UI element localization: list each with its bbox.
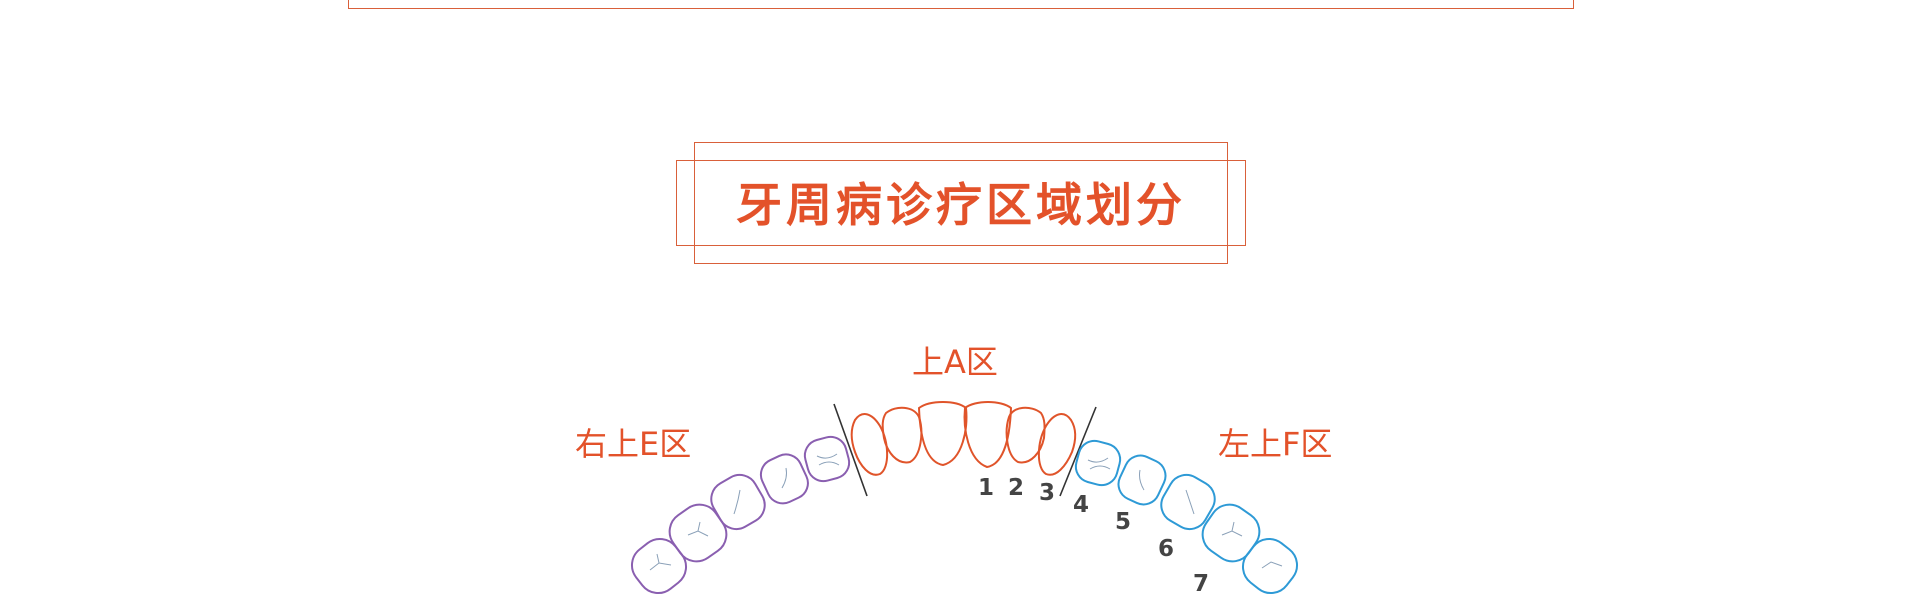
title-frame-outer	[694, 142, 1228, 264]
tooth-number-6: 6	[1158, 536, 1174, 562]
tooth-number-7: 7	[1193, 571, 1209, 597]
tooth-e4	[803, 435, 851, 483]
zone-label-upper-right-e: 右上E区	[575, 425, 692, 463]
divider-right	[1059, 406, 1097, 497]
tooth-e8	[630, 537, 688, 595]
tooth-number-4: 4	[1073, 492, 1089, 518]
tooth-a2	[881, 406, 923, 464]
tooth-number-1: 1	[978, 475, 994, 501]
tooth-fissures	[649, 453, 1283, 571]
tooth-a6	[1037, 413, 1077, 476]
tooth-e5	[759, 453, 809, 505]
tooth-f7	[1201, 503, 1261, 563]
tooth-a3	[917, 401, 968, 467]
tooth-number-2: 2	[1008, 475, 1024, 501]
tooth-f4	[1074, 439, 1122, 487]
zone-label-upper-a: 上A区	[912, 343, 998, 381]
title-frame-inner	[676, 160, 1246, 246]
tooth-number-5: 5	[1115, 509, 1131, 535]
tooth-f6	[1160, 473, 1216, 531]
tooth-a5	[1005, 406, 1046, 464]
incisors-zone-a	[850, 401, 1077, 476]
tooth-f5	[1117, 454, 1167, 506]
tooth-numbers: 1 2 3 4 5 6 7	[978, 475, 1209, 597]
teeth-zone-f	[1074, 439, 1299, 595]
teeth-zone-e	[630, 435, 851, 595]
tooth-a4	[963, 401, 1013, 469]
divider-left	[833, 403, 868, 497]
page-title: 牙周病诊疗区域划分	[736, 178, 1186, 232]
top-frame	[348, 0, 1574, 9]
zone-label-upper-left-f: 左上F区	[1218, 425, 1333, 463]
tooth-number-3: 3	[1039, 480, 1055, 506]
tooth-e7	[668, 503, 728, 563]
tooth-f8	[1241, 537, 1299, 595]
tooth-a1	[850, 413, 889, 476]
